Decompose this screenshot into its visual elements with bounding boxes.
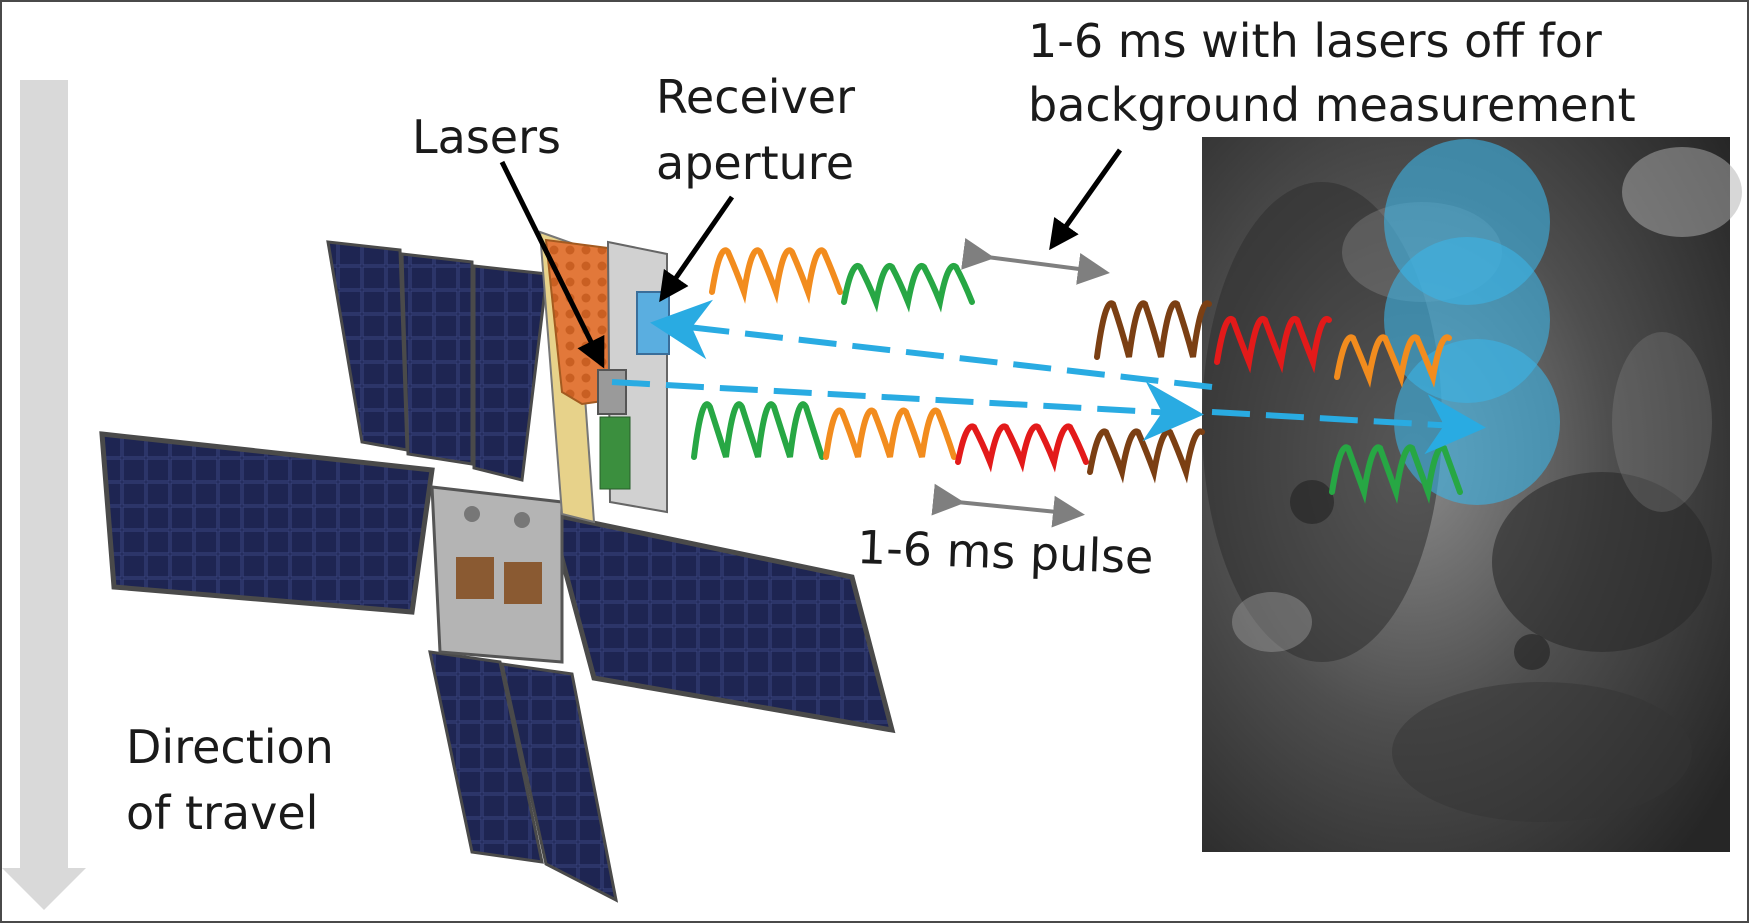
beam-outgoing-far [1211,394,1486,455]
pulse-red-out [955,423,1089,473]
solar-panel-top-3 [472,264,549,482]
background-interval-arrow [961,238,1110,285]
laser-emitters [597,369,627,415]
laser-beams [611,299,1486,455]
pulse-orange-out [823,407,957,460]
lasers-pointer [499,160,605,369]
background-label-line1: 1-6 ms with lasers off for [1028,14,1602,68]
beam-return-upper [650,299,1213,390]
solar-panel-top-2 [400,252,474,466]
background-label-line2: background measurement [1028,78,1636,132]
direction-label-line1: Direction [126,720,334,774]
electronics-board [599,416,631,490]
direction-of-travel-arrow [2,80,86,910]
solar-panel-bottom-2 [500,662,619,903]
pulse-label: 1-6 ms pulse [856,520,1155,585]
return-pulses [709,247,1463,504]
lasers-label: Lasers [412,110,561,164]
spacecraft-bus [430,485,564,664]
pulse-green-top [841,263,975,313]
direction-label-line2: of travel [126,786,319,840]
pointer-arrows [499,148,1123,369]
pulse-orange-top [709,247,843,304]
solar-panel-right [546,510,896,734]
spacecraft [99,230,896,903]
beam-outgoing [611,379,1204,442]
receiver-label-line2: aperture [656,136,854,190]
pulse-brown-return [1094,300,1212,360]
pulse-green-out [691,401,825,460]
solar-panel-left [99,431,435,615]
pulse-red-return [1214,315,1332,374]
pulse-interval-arrow [931,483,1085,528]
outgoing-pulses [691,401,1205,484]
solar-panel-bottom-1 [428,650,544,864]
pulse-brown-out [1087,428,1205,484]
timing-arrows [931,238,1110,528]
background-pointer [1049,148,1123,251]
pulse-orange-return [1334,334,1452,388]
receiver-label-line1: Receiver [656,70,856,124]
solar-panel-top-1 [326,240,409,452]
receiver-pointer [659,195,735,303]
laser-spot-3 [1394,339,1560,505]
